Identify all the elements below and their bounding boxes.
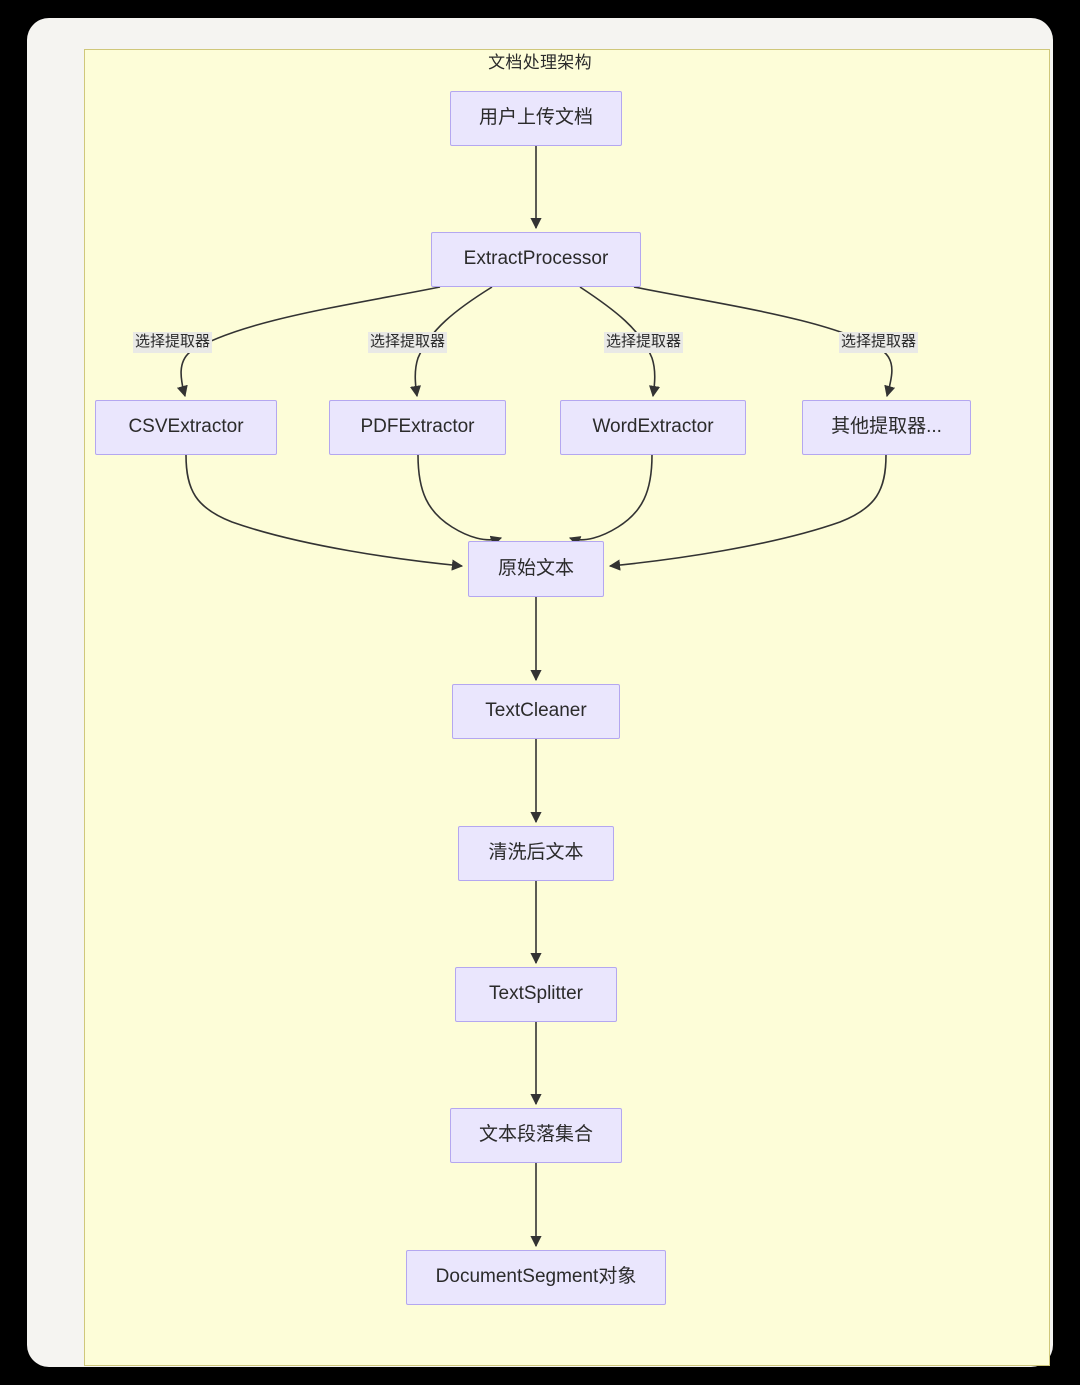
node-pdf-extractor[interactable]: PDFExtractor — [329, 400, 506, 455]
edge-label-select-extractor-pdf: 选择提取器 — [368, 332, 448, 353]
diagram-title: 文档处理架构 — [488, 53, 592, 72]
node-cleaned-text[interactable]: 清洗后文本 — [458, 826, 614, 881]
edge-label-select-extractor-other: 选择提取器 — [839, 332, 919, 353]
node-raw-text[interactable]: 原始文本 — [468, 541, 604, 597]
node-other-extractor[interactable]: 其他提取器... — [802, 400, 971, 455]
node-extract-processor[interactable]: ExtractProcessor — [431, 232, 641, 287]
node-text-cleaner[interactable]: TextCleaner — [452, 684, 620, 739]
node-text-segments[interactable]: 文本段落集合 — [450, 1108, 622, 1163]
node-word-extractor[interactable]: WordExtractor — [560, 400, 746, 455]
edge-label-select-extractor-word: 选择提取器 — [604, 332, 684, 353]
edge-label-select-extractor-csv: 选择提取器 — [133, 332, 213, 353]
node-document-segment[interactable]: DocumentSegment对象 — [406, 1250, 666, 1305]
node-text-splitter[interactable]: TextSplitter — [455, 967, 617, 1022]
node-csv-extractor[interactable]: CSVExtractor — [95, 400, 277, 455]
node-upload[interactable]: 用户上传文档 — [450, 91, 622, 146]
